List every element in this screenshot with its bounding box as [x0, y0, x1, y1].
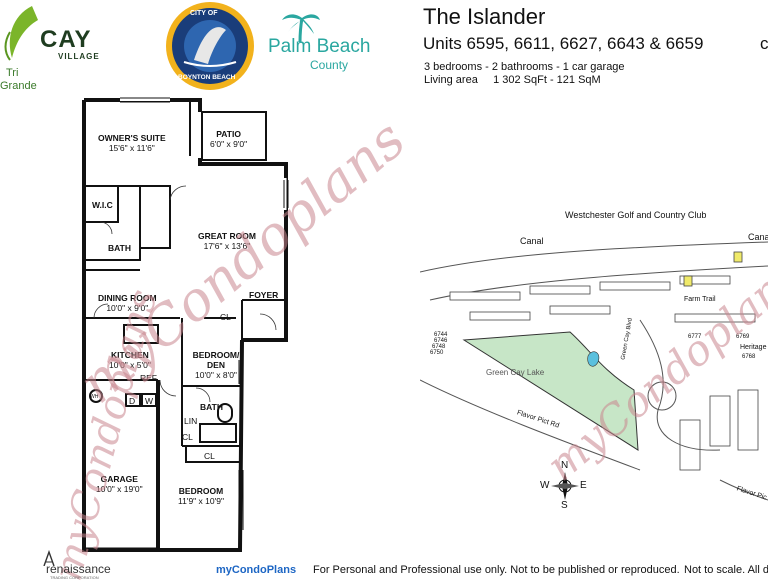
leaf-icon	[4, 6, 38, 61]
scale-note: Not to scale. All dim	[684, 564, 768, 576]
closet-label: CL	[204, 451, 215, 461]
room-bedroom: BEDROOM 11'9" x 10'9"	[178, 486, 224, 506]
room-garage-name: GARAGE	[100, 474, 138, 484]
compass-n: N	[561, 460, 569, 471]
map-lot-number: 6746	[434, 338, 448, 344]
room-wic-name: W.I.C	[92, 200, 113, 210]
room-bath-2: BATH	[200, 402, 223, 412]
room-bath-2-name: BATH	[200, 402, 223, 412]
map-lot-number: 6769	[736, 334, 750, 340]
map-canal-label-2: Cana	[748, 232, 768, 242]
room-patio-name: PATIO	[216, 129, 241, 139]
washer-label: W	[145, 396, 154, 406]
palm-tree-icon	[282, 14, 320, 43]
renaissance-logo: renaissance TRADING CORPORATION	[40, 548, 140, 580]
specs-line-2: Living area 1 302 SqFt - 121 SqM	[424, 74, 601, 86]
room-owners-suite-size: 15'6" x 11'6"	[108, 143, 155, 153]
room-garage: GARAGE 10'0" x 19'0"	[96, 474, 143, 494]
disclaimer: For Personal and Professional use only. …	[313, 564, 680, 576]
renaissance-text: renaissance	[46, 562, 111, 576]
compass-icon	[551, 472, 579, 500]
site-map-drawing	[419, 241, 768, 501]
cay-sub: VILLAGE	[58, 52, 100, 61]
seal-bottom-text: BOYNTON BEACH	[178, 74, 236, 81]
room-bedroom-name: BEDROOM	[178, 486, 224, 496]
linen-label: LIN	[184, 416, 198, 426]
palm-beach-logo: Palm Beach County	[266, 10, 396, 80]
room-master-bath-name: BATH	[108, 243, 131, 253]
map-club-label: Westchester Golf and Country Club	[565, 210, 707, 220]
room-great-room-size: 17'6" x 13'6"	[203, 241, 251, 251]
room-dining: DINING ROOM 10'0" x 9'0"	[98, 293, 157, 313]
room-bedroom-den-size: 10'0" x 8'0"	[195, 370, 237, 380]
room-bedroom-den: BEDROOM/ DEN 10'0" x 8'0"	[190, 350, 242, 380]
map-lot-number: 6768	[742, 354, 756, 360]
cay-name: CAY	[40, 26, 92, 53]
site-map: Westchester Golf and Country Club Canal …	[419, 200, 768, 530]
room-foyer: FOYER	[249, 290, 278, 300]
compass-e: E	[580, 480, 587, 491]
boynton-beach-seal: CITY OF BOYNTON BEACH	[164, 0, 256, 92]
dryer-label: D	[129, 396, 136, 406]
floor-plan-walls	[82, 97, 289, 552]
page-title: The Islander	[423, 4, 546, 29]
room-bedroom-den-name: BEDROOM/ DEN	[192, 350, 240, 370]
room-owners-suite: OWNER'S SUITE 15'6" x 11'6"	[98, 133, 166, 153]
palm-beach-text: Palm Beach	[268, 36, 370, 58]
room-master-bath: BATH	[108, 243, 131, 253]
refrigerator-label: REF	[140, 373, 157, 383]
mycondoplans-brand: myCondoPlans	[216, 564, 297, 576]
palm-county-text: County	[310, 58, 349, 72]
renaissance-mark-icon	[43, 550, 55, 566]
cay-left-1: Tri	[6, 67, 19, 79]
map-street-label: Farm Trail	[684, 296, 716, 303]
palm-beach-label: Palm Beach	[268, 36, 371, 57]
cay-village-logo: CAY VILLAGE Tri Grande	[0, 0, 110, 95]
compass-w: W	[540, 480, 550, 491]
room-wic: W.I.C	[92, 200, 113, 210]
units-line: Units 6595, 6611, 6627, 6643 & 6659	[423, 34, 704, 53]
closet-label: CL	[182, 432, 193, 442]
floor-plan: OWNER'S SUITE 15'6" x 11'6" PATIO 6'0" x…	[0, 0, 300, 576]
room-dining-name: DINING ROOM	[98, 293, 157, 303]
closet-label: CL	[220, 312, 231, 322]
room-garage-size: 10'0" x 19'0"	[96, 484, 143, 494]
room-owners-suite-name: OWNER'S SUITE	[98, 133, 166, 143]
map-lot-number: 6744	[434, 332, 448, 338]
map-lake-label: Green Cay Lake	[486, 368, 545, 377]
map-lot-number: 6777	[688, 334, 702, 340]
map-lot-number: 6750	[430, 350, 444, 356]
room-great-room: GREAT ROOM 17'6" x 13'6"	[198, 231, 256, 251]
room-kitchen-name: KITCHEN	[111, 350, 149, 360]
room-kitchen: KITCHEN 10'0" x 5'0"	[109, 350, 151, 370]
room-patio: PATIO 6'0" x 9'0"	[210, 129, 247, 149]
cay-left-2: Grande	[0, 80, 37, 92]
map-lot-number: 6748	[432, 344, 446, 350]
room-great-room-name: GREAT ROOM	[198, 231, 256, 241]
room-foyer-name: FOYER	[249, 290, 279, 300]
units-trailing: c	[760, 34, 768, 53]
map-street-label: Heritage	[740, 344, 767, 351]
map-canal-label-1: Canal	[520, 236, 544, 246]
room-kitchen-size: 10'0" x 5'0"	[109, 360, 151, 370]
seal-top-text: CITY OF	[190, 10, 218, 17]
room-patio-size: 6'0" x 9'0"	[210, 139, 248, 149]
city-seal-icon	[166, 2, 254, 90]
room-bedroom-size: 11'9" x 10'9"	[178, 496, 224, 506]
specs-line-1: 3 bedrooms - 2 bathrooms - 1 car garage	[424, 61, 625, 73]
water-heater-label: WH	[90, 394, 99, 400]
compass-s: S	[561, 500, 568, 511]
room-dining-size: 10'0" x 9'0"	[106, 303, 149, 313]
